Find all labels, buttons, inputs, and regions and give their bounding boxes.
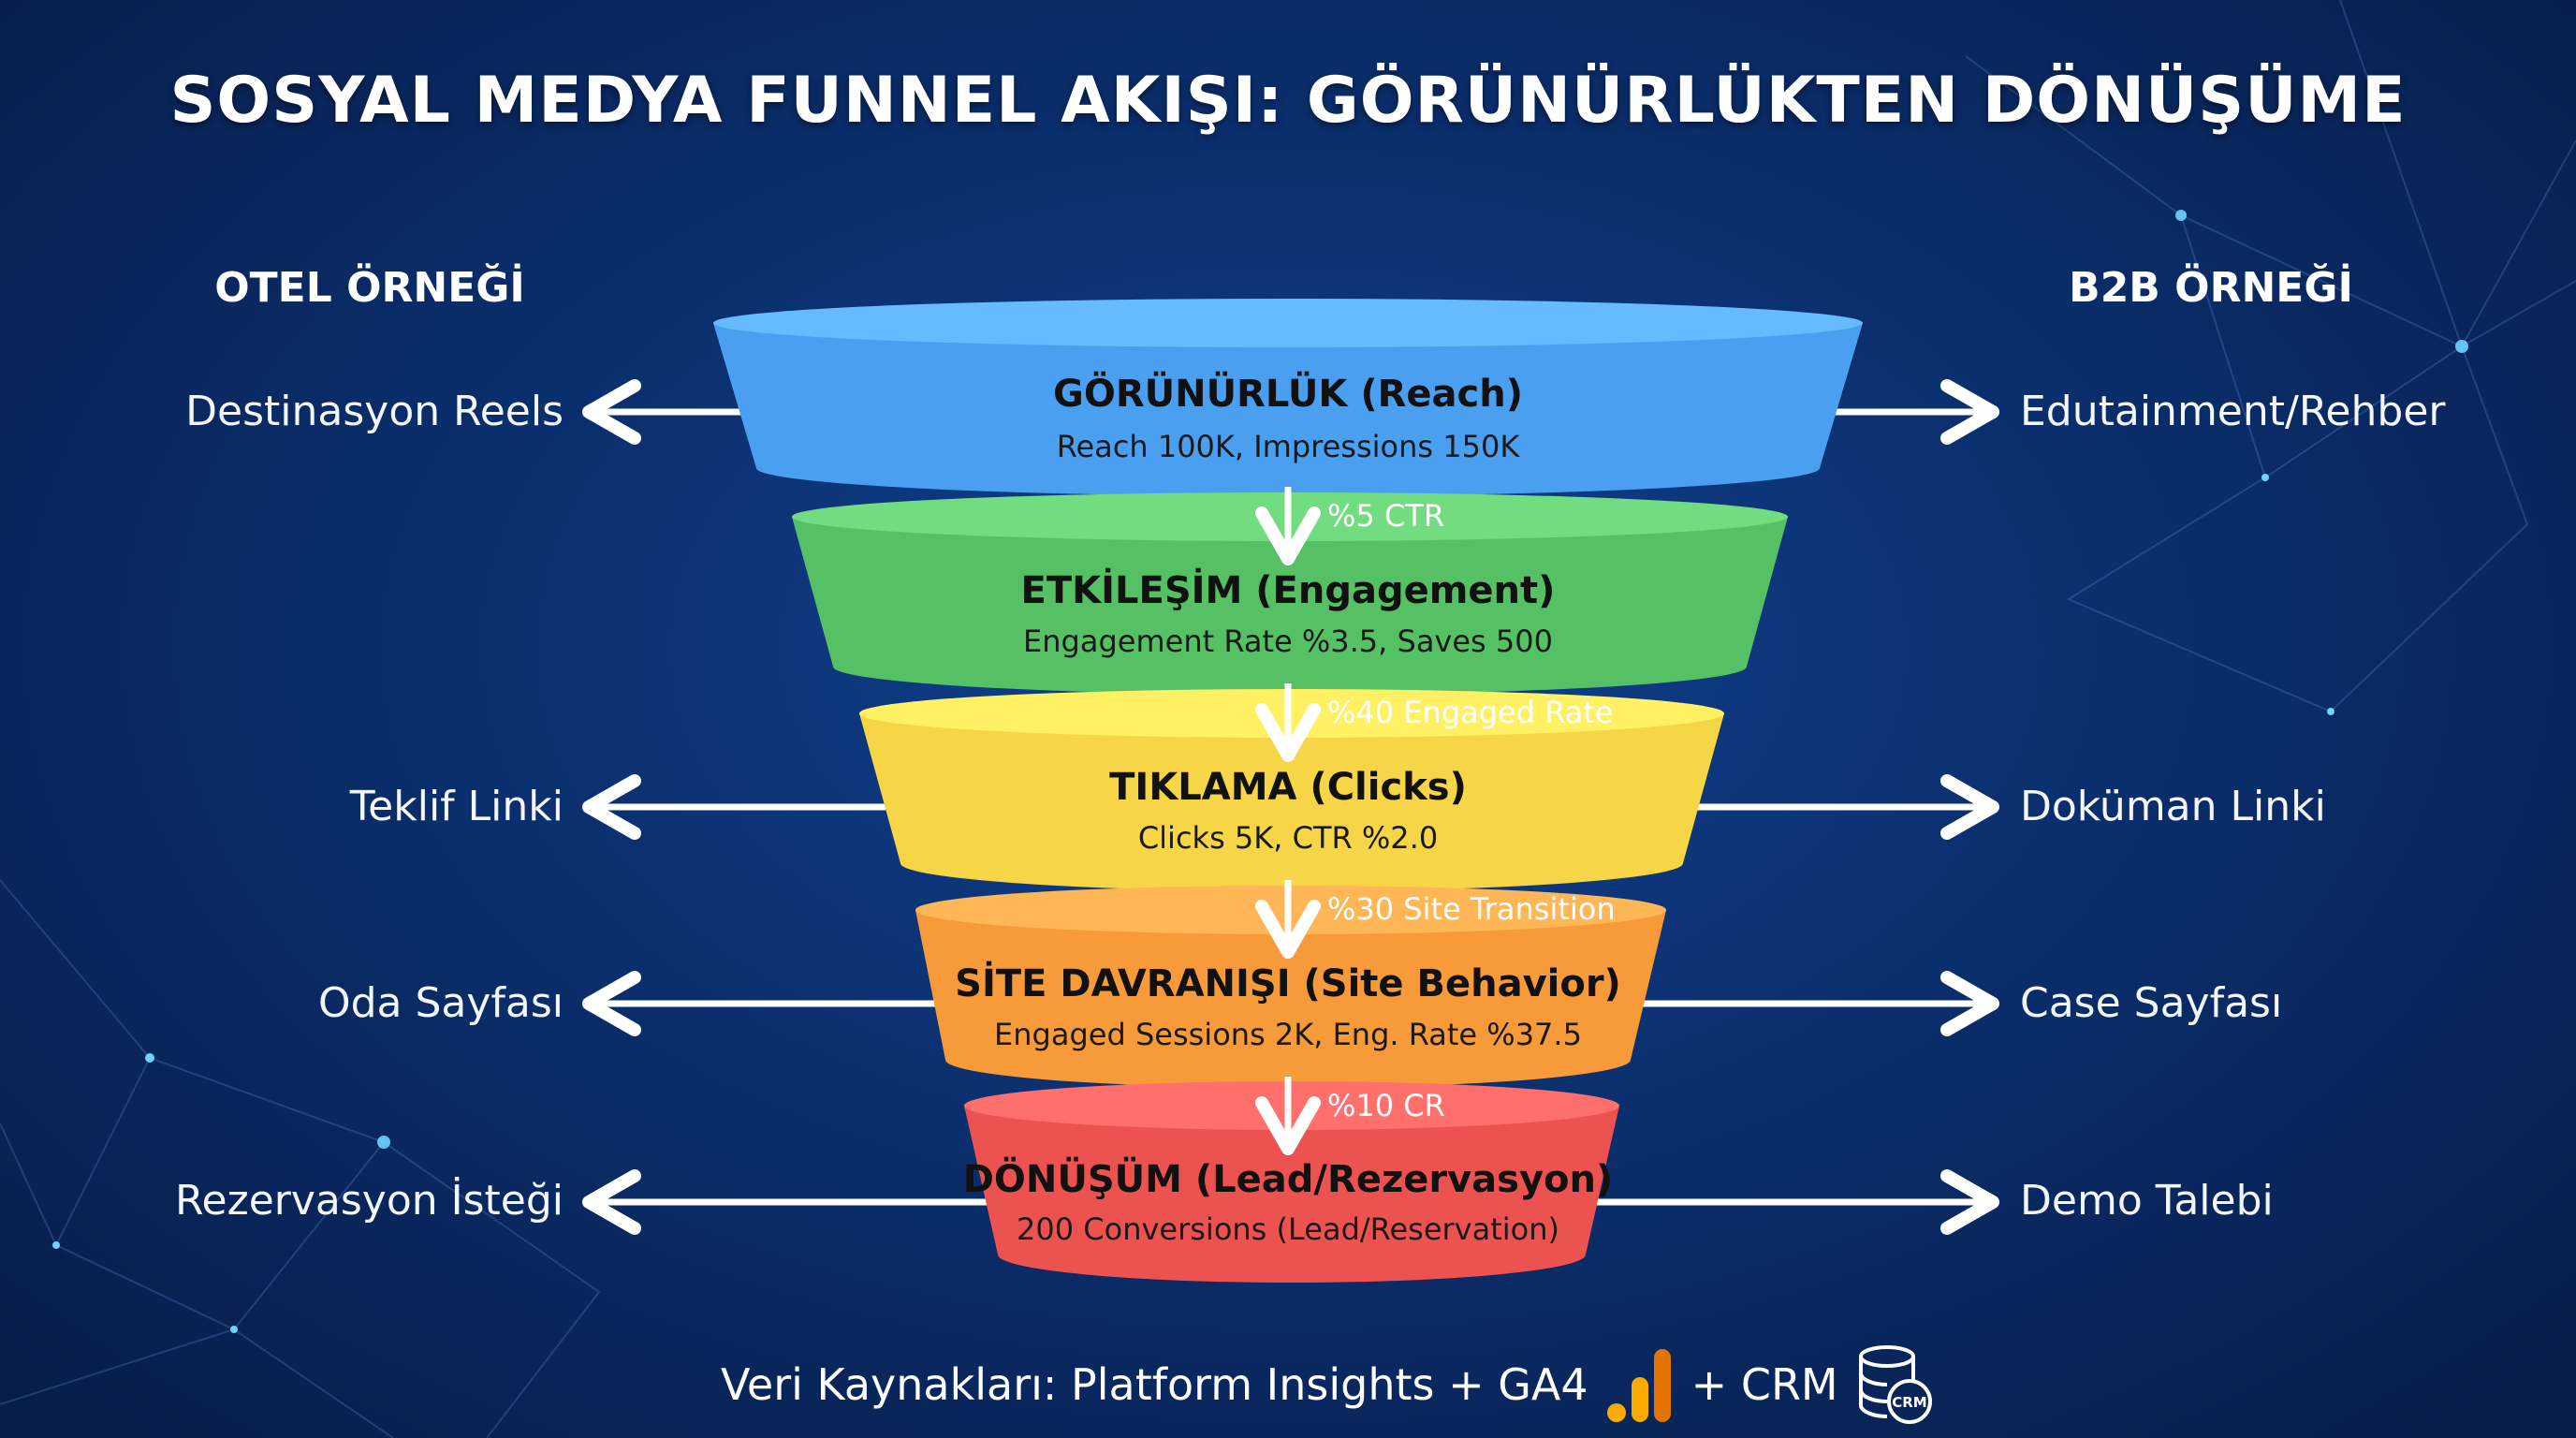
hotel-example-clicks: Teklif Linki: [349, 783, 564, 830]
data-sources-text: Veri Kaynakları: Platform Insights + GA4: [721, 1359, 1588, 1410]
funnel-band-top-conversion: [964, 1081, 1619, 1130]
hotel-example-site: Oda Sayfası: [317, 979, 564, 1027]
funnel-band-conversion: [964, 1106, 1619, 1283]
funnel-band-engagement: [792, 517, 1788, 695]
stage-title-engagement: ETKİLEŞİM (Engagement): [1020, 569, 1556, 612]
stage-subtitle-conversion: 200 Conversions (Lead/Reservation): [1017, 1211, 1559, 1247]
funnel-band-top-reach: [713, 299, 1863, 347]
hotel-example-reach: Destinasyon Reels: [185, 388, 564, 435]
b2b-example-site: Case Sayfası: [2020, 979, 2283, 1027]
hotel-example-conversion: Rezervasyon İsteği: [174, 1177, 564, 1225]
page-title: SOSYAL MEDYA FUNNEL AKIŞI: GÖRÜNÜRLÜKTEN…: [169, 64, 2407, 138]
funnel-band-reach: [713, 323, 1863, 496]
transition-rate-site: %30 Site Transition: [1327, 891, 1616, 927]
funnel-band-clicks: [859, 713, 1724, 891]
hotel-example-header: OTEL ÖRNEĞİ: [214, 264, 525, 312]
stage-subtitle-site-behavior: Engaged Sessions 2K, Eng. Rate %37.5: [994, 1017, 1582, 1052]
stage-title-reach: GÖRÜNÜRLÜK (Reach): [1052, 373, 1523, 416]
stage-subtitle-engagement: Engagement Rate %3.5, Saves 500: [1023, 624, 1553, 659]
data-sources-footer: Veri Kaynakları: Platform Insights + GA4…: [721, 1343, 1936, 1426]
funnel-band-site-behavior: [915, 910, 1666, 1088]
stage-title-clicks: TIKLAMA (Clicks): [1109, 766, 1467, 809]
crm-text: + CRM: [1690, 1359, 1838, 1410]
transition-rate-cr: %10 CR: [1327, 1088, 1445, 1123]
stage-title-conversion: DÖNÜŞÜM (Lead/Rezervasyon): [962, 1158, 1614, 1201]
database-icon: CRM: [1858, 1345, 1932, 1424]
stage-title-site-behavior: SİTE DAVRANIŞI (Site Behavior): [955, 962, 1621, 1005]
b2b-example-clicks: Doküman Linki: [2020, 783, 2326, 830]
b2b-example-conversion: Demo Talebi: [2020, 1177, 2274, 1225]
bar-chart-icon: [1606, 1349, 1671, 1422]
transition-rate-engaged: %40 Engaged Rate: [1327, 695, 1614, 730]
transition-rate-ctr: %5 CTR: [1327, 498, 1445, 534]
stage-subtitle-clicks: Clicks 5K, CTR %2.0: [1137, 820, 1439, 856]
b2b-example-reach: Edutainment/Rehber: [2020, 388, 2446, 435]
crm-icon-text: CRM: [1892, 1394, 1927, 1411]
b2b-example-header: B2B ÖRNEĞİ: [2069, 264, 2353, 312]
stage-subtitle-reach: Reach 100K, Impressions 150K: [1056, 429, 1520, 464]
